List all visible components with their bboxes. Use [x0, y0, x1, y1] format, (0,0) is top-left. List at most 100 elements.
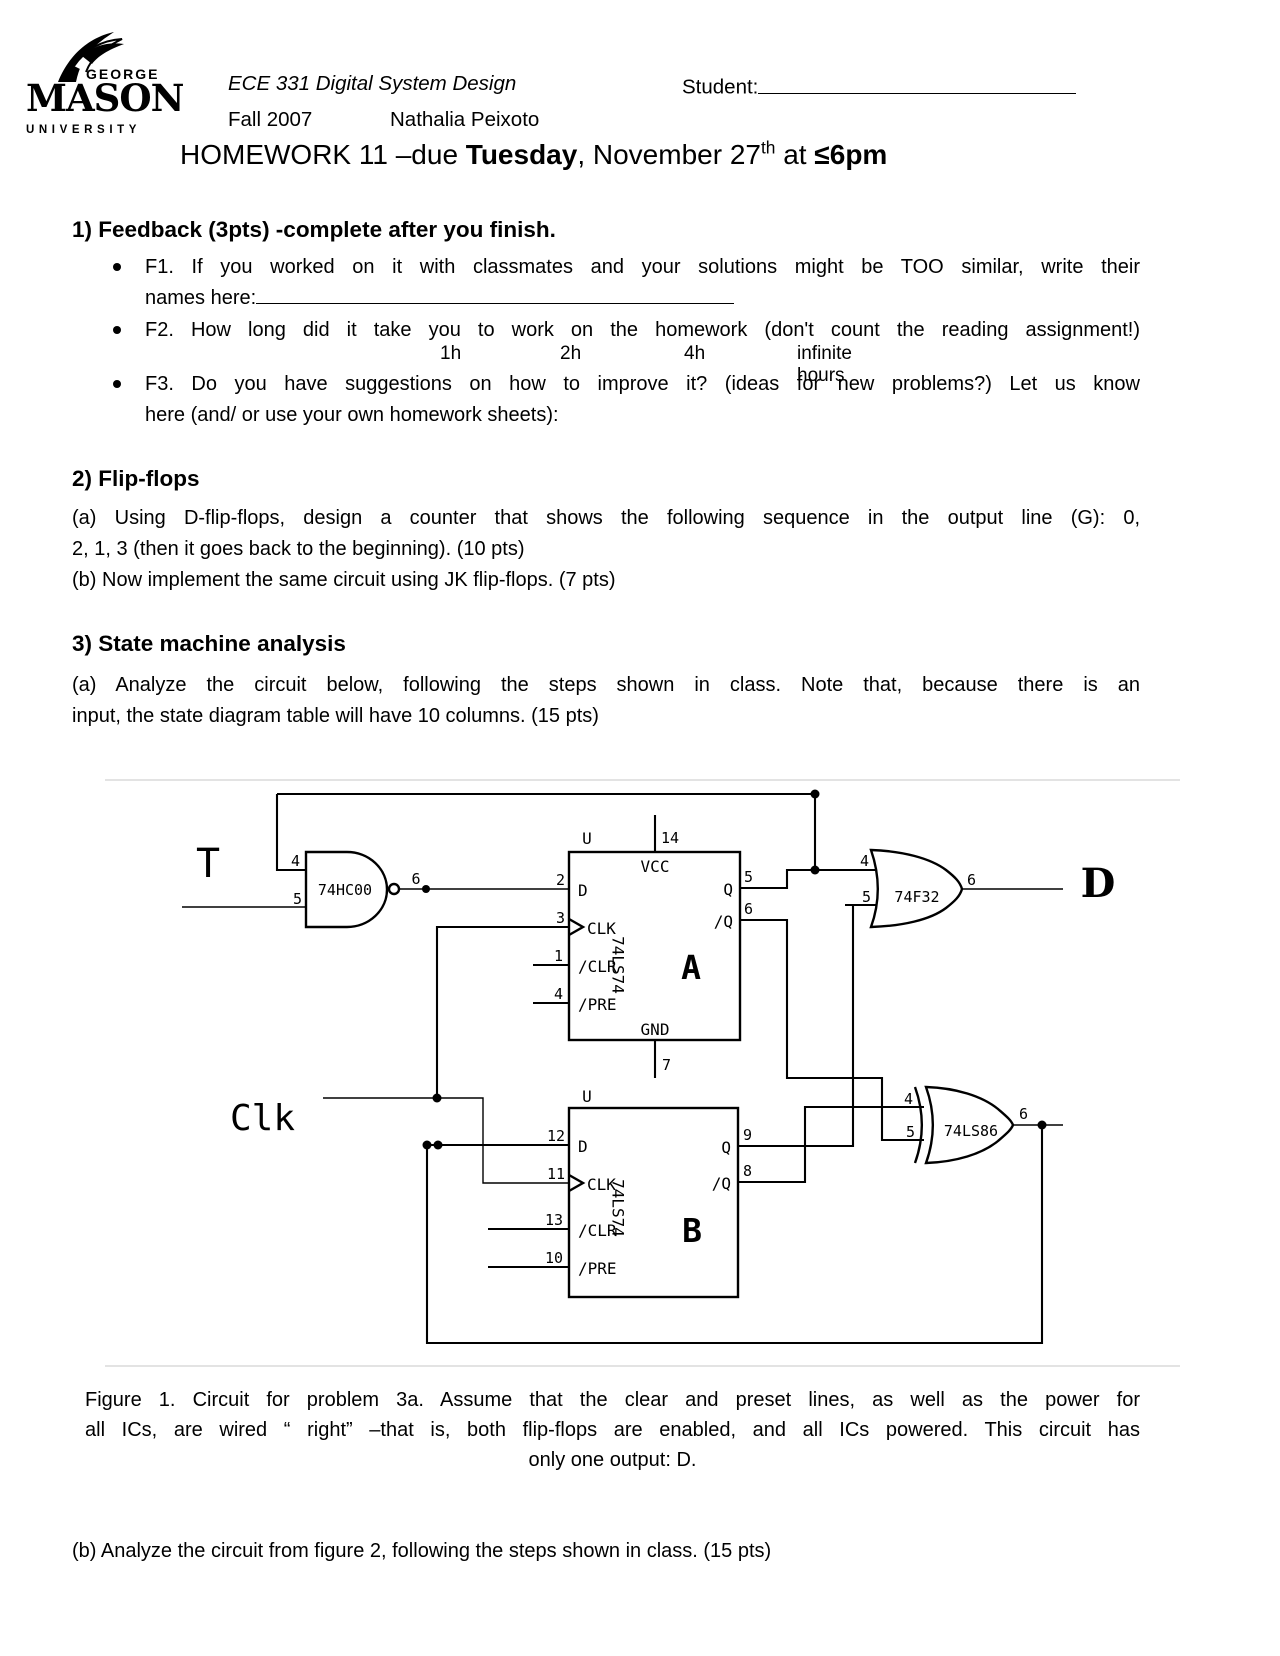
title-pre: HOMEWORK 11 –due	[180, 139, 466, 170]
xor-label: 74LS86	[944, 1122, 998, 1140]
ffa-pin6: 6	[744, 900, 753, 918]
or-gate-body	[869, 848, 964, 929]
xor-pin5: 5	[906, 1123, 915, 1141]
statemachine-a-line1: (a) Analyze the circuit below, following…	[72, 674, 1140, 696]
ffa-q-wire	[740, 868, 880, 890]
f1-line1: F1. If you worked on it with classmates …	[145, 256, 1140, 278]
ffb-q-wire	[738, 905, 855, 1148]
flipflops-a-line1: (a) Using D-flip-flops, design a counter…	[72, 507, 1140, 529]
gmu-logo: GEORGE MASON UNIVERSITY	[26, 32, 184, 141]
flipflops-a-line2: 2, 1, 3 (then it goes back to the beginn…	[72, 538, 525, 560]
ffa-letter: A	[681, 948, 701, 987]
junction-dot	[810, 865, 820, 875]
option-1h: 1h	[440, 343, 462, 364]
caption-line2: all ICs, are wired “ right” –that is, bo…	[85, 1419, 1140, 1441]
ffa-pin4: 4	[554, 985, 563, 1003]
ffa-pin14: 14	[661, 829, 679, 847]
title-ordinal: th	[760, 137, 776, 158]
ffa-vcc-label: VCC	[641, 857, 670, 876]
ffa-part-label: 74LS74	[609, 936, 628, 994]
ffa-pin7: 7	[662, 1056, 671, 1074]
ffb-pre-label: /PRE	[578, 1259, 617, 1278]
logo-mason-text: MASON	[26, 76, 184, 120]
section-statemachine-heading: 3) State machine analysis	[72, 631, 346, 656]
section-flipflops-heading: 2) Flip-flops	[72, 466, 200, 491]
course-title: ECE 331 Digital System Design	[228, 72, 517, 95]
statemachine-a: (a) Analyze the circuit below, following…	[72, 670, 1140, 732]
ffa-gnd-label: GND	[641, 1020, 670, 1039]
or-pin6: 6	[967, 871, 976, 889]
f3-line1: F3. Do you have suggestions on how to im…	[145, 373, 1140, 395]
nand-pin6: 6	[411, 870, 420, 888]
xor-gate-body	[924, 1085, 1015, 1165]
option-4h: 4h	[684, 343, 706, 364]
student-label: Student:	[682, 75, 759, 99]
ffb-box	[567, 1106, 740, 1299]
ffb-pin8: 8	[743, 1162, 752, 1180]
t-input-label: T	[196, 841, 220, 887]
nand-pin4: 4	[291, 852, 300, 870]
flipflops-b: (b) Now implement the same circuit using…	[72, 569, 616, 591]
option-infinite: infinite hours	[797, 343, 852, 386]
student-blank	[758, 72, 1077, 94]
clk-wire	[323, 1097, 569, 1184]
title-at: at	[775, 139, 815, 170]
ffa-qbar-label: /Q	[714, 912, 733, 931]
junction-dot	[432, 1093, 442, 1103]
ffa-q-label: Q	[723, 880, 733, 899]
xor-pin6: 6	[1019, 1105, 1028, 1123]
ffb-clk-label: CLK	[587, 1175, 616, 1194]
ffa-clr-label: /CLR	[578, 957, 617, 976]
term: Fall 2007	[228, 108, 313, 131]
ffa-clk-wire	[435, 925, 569, 1098]
junction-dot	[1037, 1120, 1047, 1130]
statemachine-b: (b) Analyze the circuit from figure 2, f…	[72, 1540, 772, 1562]
feedback-f2: F2. How long did it take you to work on …	[145, 319, 1140, 341]
figure-bottom-edge	[105, 1365, 1180, 1367]
junction-dot	[422, 885, 430, 893]
ffb-letter: B	[682, 1211, 702, 1250]
title-time: ≤6pm	[814, 139, 888, 170]
ffb-pin10: 10	[545, 1249, 563, 1267]
ffa-pin5: 5	[744, 868, 753, 886]
ffb-u-label: U	[582, 1087, 592, 1106]
student-line: Student:	[682, 72, 1077, 100]
or-pin4: 4	[860, 852, 869, 870]
junction-dot	[810, 789, 820, 799]
ffb-d-label: D	[578, 1137, 588, 1156]
homework-title: HOMEWORK 11 –due Tuesday, November 27th …	[180, 139, 887, 171]
quill-icon	[58, 32, 124, 82]
title-day: Tuesday	[465, 139, 578, 170]
logo-george-text: GEORGE	[86, 66, 160, 82]
ffa-pin3: 3	[556, 909, 565, 927]
nand-bubble	[387, 882, 401, 896]
figure-caption: Figure 1. Circuit for problem 3a. Assume…	[85, 1385, 1140, 1475]
flipflops-a: (a) Using D-flip-flops, design a counter…	[72, 503, 1140, 565]
ffb-pin11: 11	[547, 1165, 565, 1183]
f1-names-blank	[256, 283, 735, 304]
or-pin5: 5	[862, 888, 871, 906]
ffb-q-label: Q	[721, 1138, 731, 1157]
ffb-qbar-label: /Q	[712, 1174, 731, 1193]
or-label: 74F32	[894, 888, 939, 906]
ffb-clr-label: /CLR	[578, 1221, 617, 1240]
ffa-box	[567, 850, 742, 1042]
ffb-clk-triangle-icon	[568, 1173, 586, 1193]
section-feedback-heading: 1) Feedback (3pts) -complete after you f…	[72, 217, 556, 242]
logo-university-text: UNIVERSITY	[26, 124, 142, 136]
bullet-icon	[113, 263, 121, 271]
ffb-pin12: 12	[547, 1127, 565, 1145]
junction-dot	[433, 1140, 443, 1150]
feedback-f1: F1. If you worked on it with classmates …	[145, 252, 1140, 314]
ffa-pin1: 1	[554, 947, 563, 965]
ffa-clk-triangle-icon	[568, 917, 586, 937]
figure-top-edge	[105, 779, 1180, 781]
bullet-icon	[113, 326, 121, 334]
caption-line1: Figure 1. Circuit for problem 3a. Assume…	[85, 1389, 1140, 1411]
d-output-label: D	[1081, 860, 1116, 907]
f3-line2: here (and/ or use your own homework shee…	[145, 404, 559, 426]
ffb-pin13: 13	[545, 1211, 563, 1229]
circuit-figure: 74HC00 4 5 6 T Clk U 14 VCC 2 D 3 CLK 1 …	[182, 789, 1116, 1345]
instructor: Nathalia Peixoto	[390, 108, 540, 131]
